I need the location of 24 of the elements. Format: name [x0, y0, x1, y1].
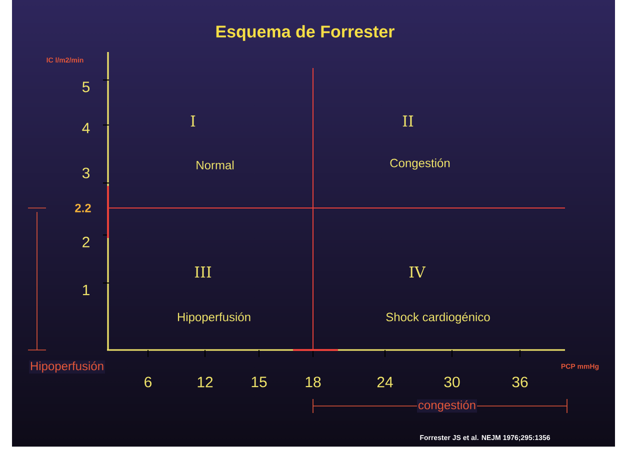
- range-label: Hipoperfusión: [28, 360, 106, 374]
- tick-label: 5: [82, 82, 90, 92]
- tick-label: 2.2: [75, 204, 91, 212]
- quadrant-number: II: [402, 116, 414, 126]
- tick-label: 12: [198, 376, 213, 388]
- quadrant-number: I: [190, 116, 196, 126]
- quadrant-label: Hipoperfusión: [178, 312, 250, 324]
- tick-label: 24: [377, 376, 393, 388]
- tick-label: 2: [82, 236, 90, 248]
- range-label: congestión: [416, 399, 478, 413]
- tick-label: 15: [252, 376, 267, 388]
- quadrant-label: Normal: [196, 160, 234, 170]
- title: Esquema de Forrester: [216, 25, 394, 41]
- tick-label: 3: [82, 168, 90, 178]
- quadrant-label: Shock cardiogénico: [386, 312, 490, 324]
- tick-label: 6: [144, 376, 152, 388]
- tick-label: 1: [82, 284, 90, 296]
- quadrant-label: Congestión: [390, 158, 450, 170]
- tick-label: 36: [512, 376, 528, 388]
- tick-label: 4: [82, 122, 90, 134]
- tick-label: 30: [444, 376, 460, 388]
- tick-label: 18: [306, 376, 321, 388]
- quadrant-number: IV: [409, 266, 426, 278]
- quadrant-number: III: [194, 266, 212, 278]
